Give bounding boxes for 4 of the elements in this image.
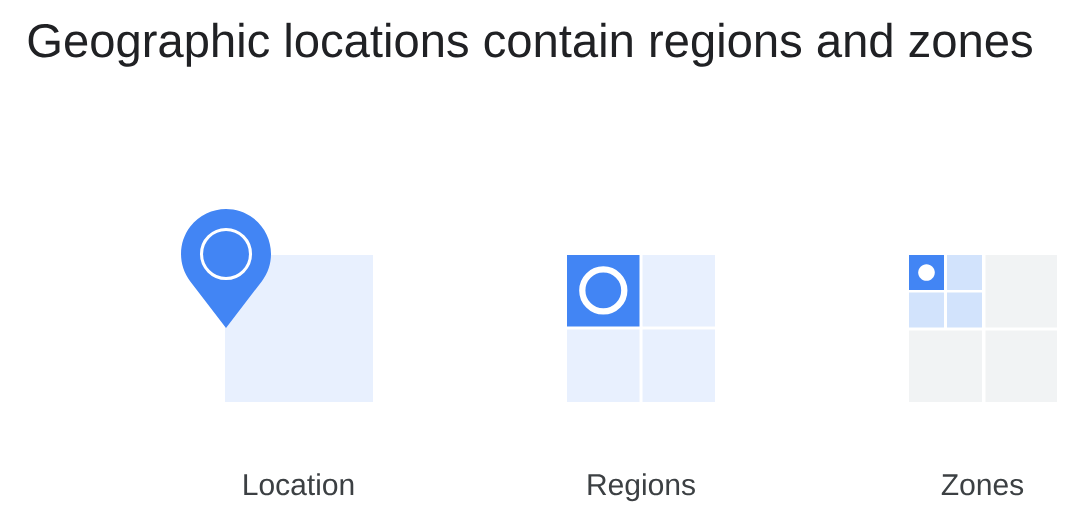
title: Geographic locations contain regions and zones — [28, 22, 1032, 67]
caption: Location — [244, 473, 354, 496]
caption: Zones — [941, 474, 1024, 496]
caption: Regions — [588, 473, 695, 502]
